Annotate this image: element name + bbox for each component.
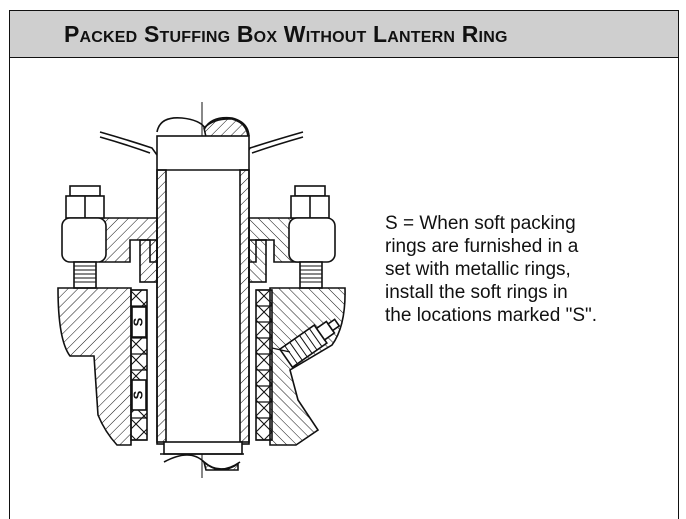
right-nut-top: [294, 185, 326, 197]
title-bar: Packed Stuffing Box Without Lantern Ring: [10, 11, 678, 58]
figure-frame: Packed Stuffing Box Without Lantern Ring: [9, 10, 679, 519]
note-line: rings are furnished in a: [385, 236, 579, 257]
soft-packing-note: S = When soft packing rings are furnishe…: [385, 212, 665, 327]
left-nut-top: [69, 185, 101, 197]
box-body-left: [57, 287, 132, 446]
left-nut-lower: [61, 217, 107, 263]
soft-ring-box-2: [131, 379, 147, 411]
right-nut-lower: [288, 217, 336, 263]
soft-ring-label-1: S: [130, 317, 145, 326]
note-line: the locations marked "S".: [385, 305, 598, 326]
seal-right: [245, 131, 304, 156]
note-line: set with metallic rings,: [385, 259, 571, 280]
soft-ring-box-1: [131, 306, 147, 338]
lubricator-fitting: [278, 318, 341, 369]
shaft: [156, 135, 250, 445]
seal-left: [99, 131, 158, 156]
note-line: S = When soft packing: [385, 213, 576, 234]
box-body-right: [269, 287, 346, 446]
note-line: install the soft rings in: [385, 282, 568, 303]
soft-ring-label-2: S: [130, 390, 145, 399]
figure-title: Packed Stuffing Box Without Lantern Ring: [64, 21, 508, 47]
